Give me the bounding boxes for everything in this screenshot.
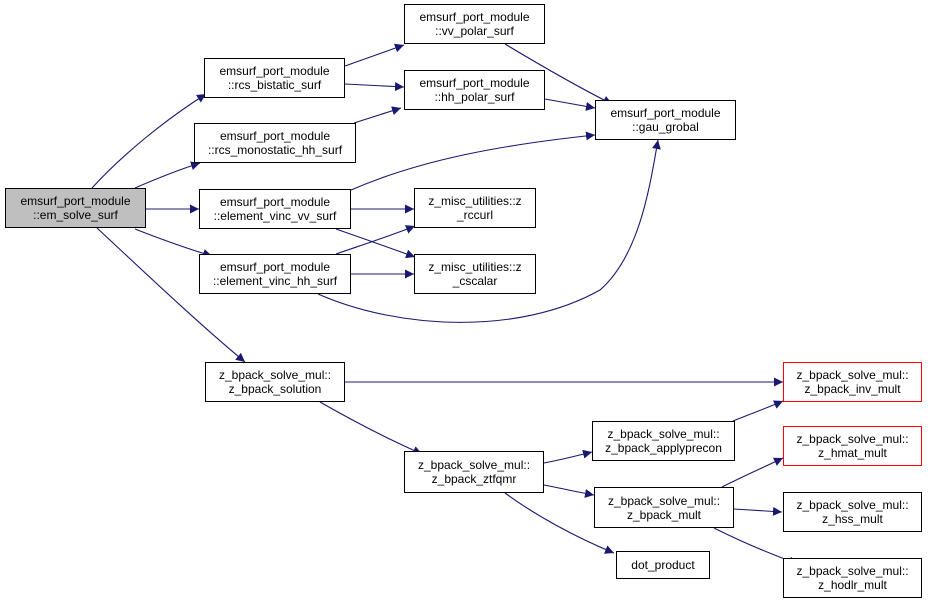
node-em-solve-surf: emsurf_port_module ::em_solve_surf: [5, 188, 146, 228]
node-z-bpack-solution-line2: z_bpack_solution: [228, 382, 322, 396]
node-z-bpack-mult-line2: z_bpack_mult: [626, 507, 702, 522]
node-z-hodlr-mult[interactable]: z_bpack_solve_mul:: z_hodlr_mult: [783, 558, 922, 598]
node-hh-polar-surf[interactable]: emsurf_port_module ::hh_polar_surf: [404, 70, 545, 110]
node-z-hmat-mult-line1: z_bpack_solve_mul::: [796, 432, 909, 446]
edge-z-bpack-ztfqmr-to-z-bpack-mult: [543, 484, 595, 498]
node-element-vinc-hh-surf-line2: ::element_vinc_hh_surf: [212, 274, 338, 288]
edge-em-solve-surf-to-element-vinc-hh-surf: [134, 228, 213, 258]
node-em-solve-surf-line2: ::em_solve_surf: [33, 208, 118, 222]
edge-em-solve-surf-to-z-bpack-solution: [96, 227, 246, 363]
edge-z-bpack-solution-to-z-bpack-ztfqmr: [319, 401, 423, 455]
node-hh-polar-surf-line2: ::hh_polar_surf: [434, 90, 515, 104]
node-hh-polar-surf-line1: emsurf_port_module: [419, 76, 530, 90]
node-z-bpack-mult-line1: z_bpack_solve_mul::: [607, 493, 721, 508]
node-z-hodlr-mult-line1: z_bpack_solve_mul::: [796, 564, 909, 578]
edge-z-bpack-ztfqmr-to-dot-product: [504, 492, 615, 554]
node-z-hmat-mult[interactable]: z_bpack_solve_mul:: z_hmat_mult: [783, 426, 922, 466]
node-em-solve-surf-line1: emsurf_port_module: [20, 194, 131, 208]
node-vv-polar-surf-line1: emsurf_port_module: [419, 10, 530, 24]
node-z-bpack-inv-mult-line1: z_bpack_solve_mul::: [796, 368, 909, 382]
edge-rcs-bistatic-surf-to-vv-polar-surf: [344, 43, 405, 67]
node-element-vinc-hh-surf[interactable]: emsurf_port_module ::element_vinc_hh_sur…: [199, 254, 351, 294]
node-z-cscalar-line2: _cscalar: [452, 274, 498, 288]
node-z-bpack-solution[interactable]: z_bpack_solve_mul:: z_bpack_solution: [205, 362, 345, 402]
node-rcs-bistatic-surf-line2: ::rcs_bistatic_surf: [227, 78, 322, 92]
node-rcs-monostatic-hh-surf[interactable]: emsurf_port_module ::rcs_monostatic_hh_s…: [194, 123, 356, 163]
node-rcs-bistatic-surf-line1: emsurf_port_module: [219, 64, 330, 78]
edge-z-bpack-mult-to-z-hss-mult: [733, 506, 783, 516]
edge-em-solve-surf-to-rcs-monostatic-hh-surf: [134, 161, 201, 189]
node-rcs-monostatic-hh-surf-line2: ::rcs_monostatic_hh_surf: [207, 143, 343, 157]
node-z-bpack-ztfqmr-line1: z_bpack_solve_mul::: [417, 458, 531, 472]
edge-element-vinc-vv-surf-to-gau-grobal: [350, 131, 596, 191]
node-z-rccurl-line1: z_misc_utilities::z: [428, 194, 522, 208]
node-rcs-bistatic-surf[interactable]: emsurf_port_module ::rcs_bistatic_surf: [204, 58, 345, 98]
edge-z-bpack-mult-to-z-hmat-mult: [721, 457, 784, 488]
node-z-bpack-inv-mult-line2: z_bpack_inv_mult: [804, 382, 901, 396]
node-gau-grobal[interactable]: emsurf_port_module ::gau_grobal: [595, 100, 736, 140]
edge-element-vinc-hh-surf-to-gau-grobal: [317, 139, 661, 323]
node-z-hss-mult-line2: z_hss_mult: [822, 512, 883, 526]
node-z-cscalar-line1: z_misc_utilities::z: [428, 260, 522, 274]
node-z-hss-mult-line1: z_bpack_solve_mul::: [796, 498, 909, 512]
edge-vv-polar-surf-to-gau-grobal: [504, 43, 613, 105]
node-gau-grobal-line2: ::gau_grobal: [632, 120, 699, 134]
node-z-bpack-mult[interactable]: z_bpack_solve_mul:: z_bpack_mult: [594, 487, 734, 528]
node-rcs-monostatic-hh-surf-line1: emsurf_port_module: [219, 129, 331, 143]
node-element-vinc-vv-surf-line1: emsurf_port_module: [219, 195, 331, 209]
node-element-vinc-vv-surf-line2: ::element_vinc_vv_surf: [213, 209, 337, 223]
node-z-bpack-ztfqmr[interactable]: z_bpack_solve_mul:: z_bpack_ztfqmr: [404, 451, 544, 493]
node-z-bpack-applyprecon-line2: z_bpack_applyprecon: [605, 441, 722, 455]
node-z-bpack-solution-line1: z_bpack_solve_mul::: [218, 368, 332, 382]
node-element-vinc-vv-surf[interactable]: emsurf_port_module ::element_vinc_vv_sur…: [199, 189, 351, 229]
node-z-cscalar[interactable]: z_misc_utilities::z _cscalar: [414, 254, 536, 294]
edge-rcs-bistatic-surf-to-hh-polar-surf: [344, 82, 405, 92]
node-z-rccurl[interactable]: z_misc_utilities::z _rccurl: [414, 188, 536, 228]
node-gau-grobal-line1: emsurf_port_module: [610, 106, 721, 120]
node-z-bpack-ztfqmr-line2: z_bpack_ztfqmr: [431, 472, 517, 486]
node-vv-polar-surf[interactable]: emsurf_port_module ::vv_polar_surf: [404, 4, 545, 44]
node-z-hss-mult[interactable]: z_bpack_solve_mul:: z_hss_mult: [783, 492, 922, 532]
node-z-hmat-mult-line2: z_hmat_mult: [818, 446, 887, 460]
edge-hh-polar-surf-to-gau-grobal: [544, 98, 596, 111]
edge-em-solve-surf-to-rcs-bistatic-surf: [91, 93, 207, 189]
node-dot-product[interactable]: dot_product: [616, 551, 710, 579]
node-z-bpack-applyprecon-line1: z_bpack_solve_mul::: [607, 427, 720, 441]
edge-rcs-monostatic-hh-surf-to-hh-polar-surf: [353, 106, 402, 124]
node-vv-polar-surf-line2: ::vv_polar_surf: [435, 24, 514, 38]
node-z-rccurl-line2: _rccurl: [456, 208, 493, 222]
node-z-hodlr-mult-line2: z_hodlr_mult: [818, 578, 887, 592]
node-dot-product-label: dot_product: [631, 558, 695, 572]
edge-element-vinc-vv-surf-to-z-cscalar: [335, 228, 416, 259]
edge-z-bpack-ztfqmr-to-z-bpack-applyprecon: [543, 449, 593, 464]
edge-z-bpack-applyprecon-to-z-bpack-inv-mult: [732, 400, 784, 422]
node-element-vinc-hh-surf-line1: emsurf_port_module: [219, 260, 331, 274]
node-z-bpack-inv-mult[interactable]: z_bpack_solve_mul:: z_bpack_inv_mult: [783, 362, 922, 402]
node-z-bpack-applyprecon[interactable]: z_bpack_solve_mul:: z_bpack_applyprecon: [592, 421, 735, 461]
edge-element-vinc-hh-surf-to-z-rccurl: [335, 225, 416, 255]
